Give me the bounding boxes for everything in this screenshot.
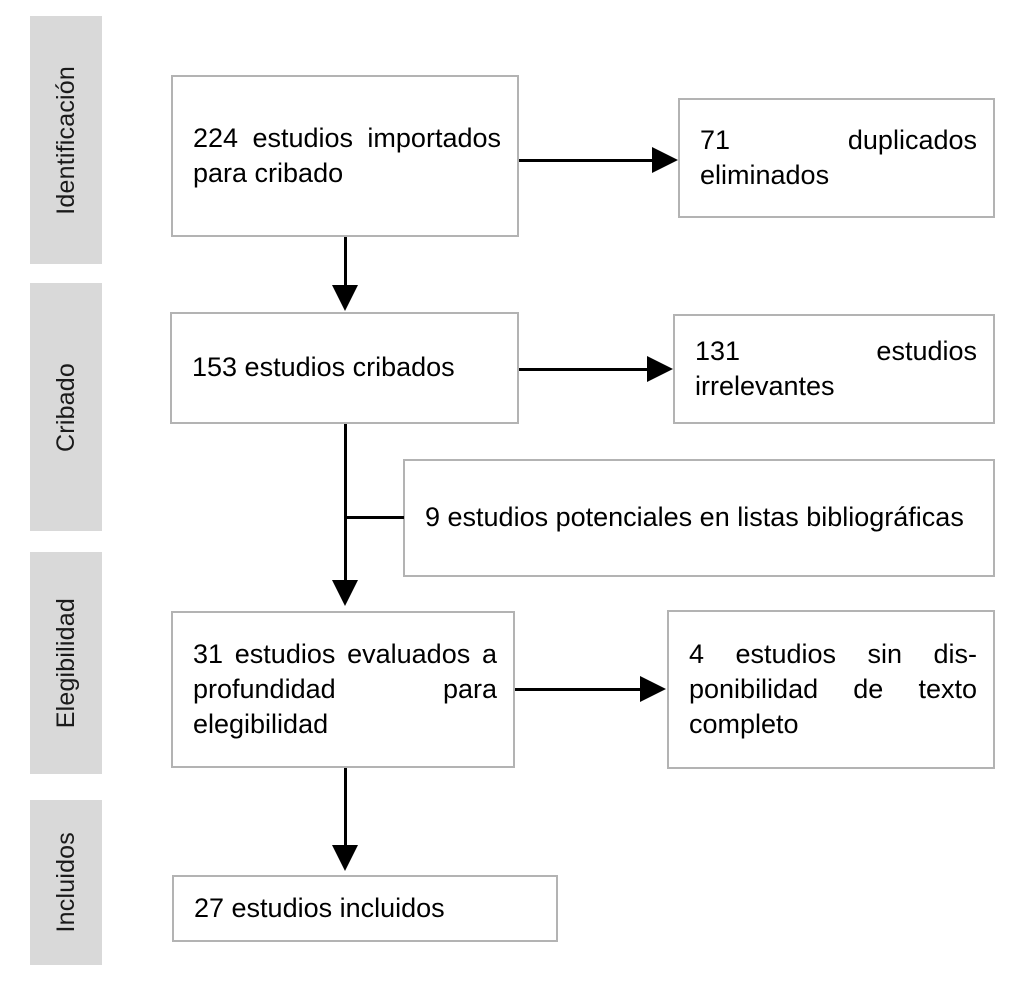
phase-label-elegibilidad: Elegibilidad [51,597,80,729]
arrowhead-assessed-to-included [332,845,358,871]
arrowhead-imported-to-screened [332,285,358,311]
box-potential-studies-reference-lists-text: 9 estudios potenciales en listas bibliog… [425,502,964,533]
box-studies-without-fulltext: 4 estudios sin dis­ponibilidad de texto … [667,610,995,769]
phase-label-cribado: Cribado [51,362,80,452]
connector-screened-to-assessed [344,424,347,584]
connector-reference-lists-join [345,516,404,519]
box-studies-without-fulltext-text: 4 estudios sin dis­ponibilidad de texto … [689,638,977,740]
connector-screened-to-irrelevant [519,368,650,371]
box-studies-included: 27 estudios incluidos [172,875,558,942]
phase-band-identificacion: Identificación [30,16,102,264]
box-studies-screened-text: 153 estudios cribados [192,352,455,383]
box-irrelevant-studies: 131 estudios irrelevantes [673,314,995,424]
box-studies-included-text: 27 estudios incluidos [194,892,445,923]
connector-assessed-to-included [344,768,347,848]
box-imported-for-screening-text: 224 estudios importados para cribado [193,122,501,188]
phase-band-elegibilidad: Elegibilidad [30,552,102,774]
box-irrelevant-studies-text: 131 estudios irrelevantes [695,335,977,401]
connector-imported-to-duplicates [519,159,655,162]
phase-band-incluidos: Incluidos [30,800,102,965]
box-imported-for-screening: 224 estudios importados para cribado [171,75,519,237]
arrowhead-imported-to-duplicates [652,147,678,173]
box-potential-studies-reference-lists: 9 estudios potenciales en listas bibliog… [403,459,995,577]
phase-band-cribado: Cribado [30,283,102,531]
box-duplicates-removed: 71 duplicados eliminados [678,98,995,218]
connector-assessed-to-no-fulltext [515,688,643,691]
arrowhead-screened-to-assessed [332,580,358,606]
box-studies-assessed-eligibility-text: 31 estudios evalua­dos a profundidad par… [193,638,497,740]
connector-imported-to-screened [344,237,347,289]
arrowhead-assessed-to-no-fulltext [640,676,666,702]
box-studies-assessed-eligibility: 31 estudios evalua­dos a profundidad par… [171,611,515,768]
arrowhead-screened-to-irrelevant [647,356,673,382]
phase-label-incluidos: Incluidos [51,832,80,933]
box-duplicates-removed-text: 71 duplicados eliminados [700,124,977,190]
phase-label-identificacion: Identificación [51,65,80,215]
box-studies-screened: 153 estudios cribados [170,312,519,424]
